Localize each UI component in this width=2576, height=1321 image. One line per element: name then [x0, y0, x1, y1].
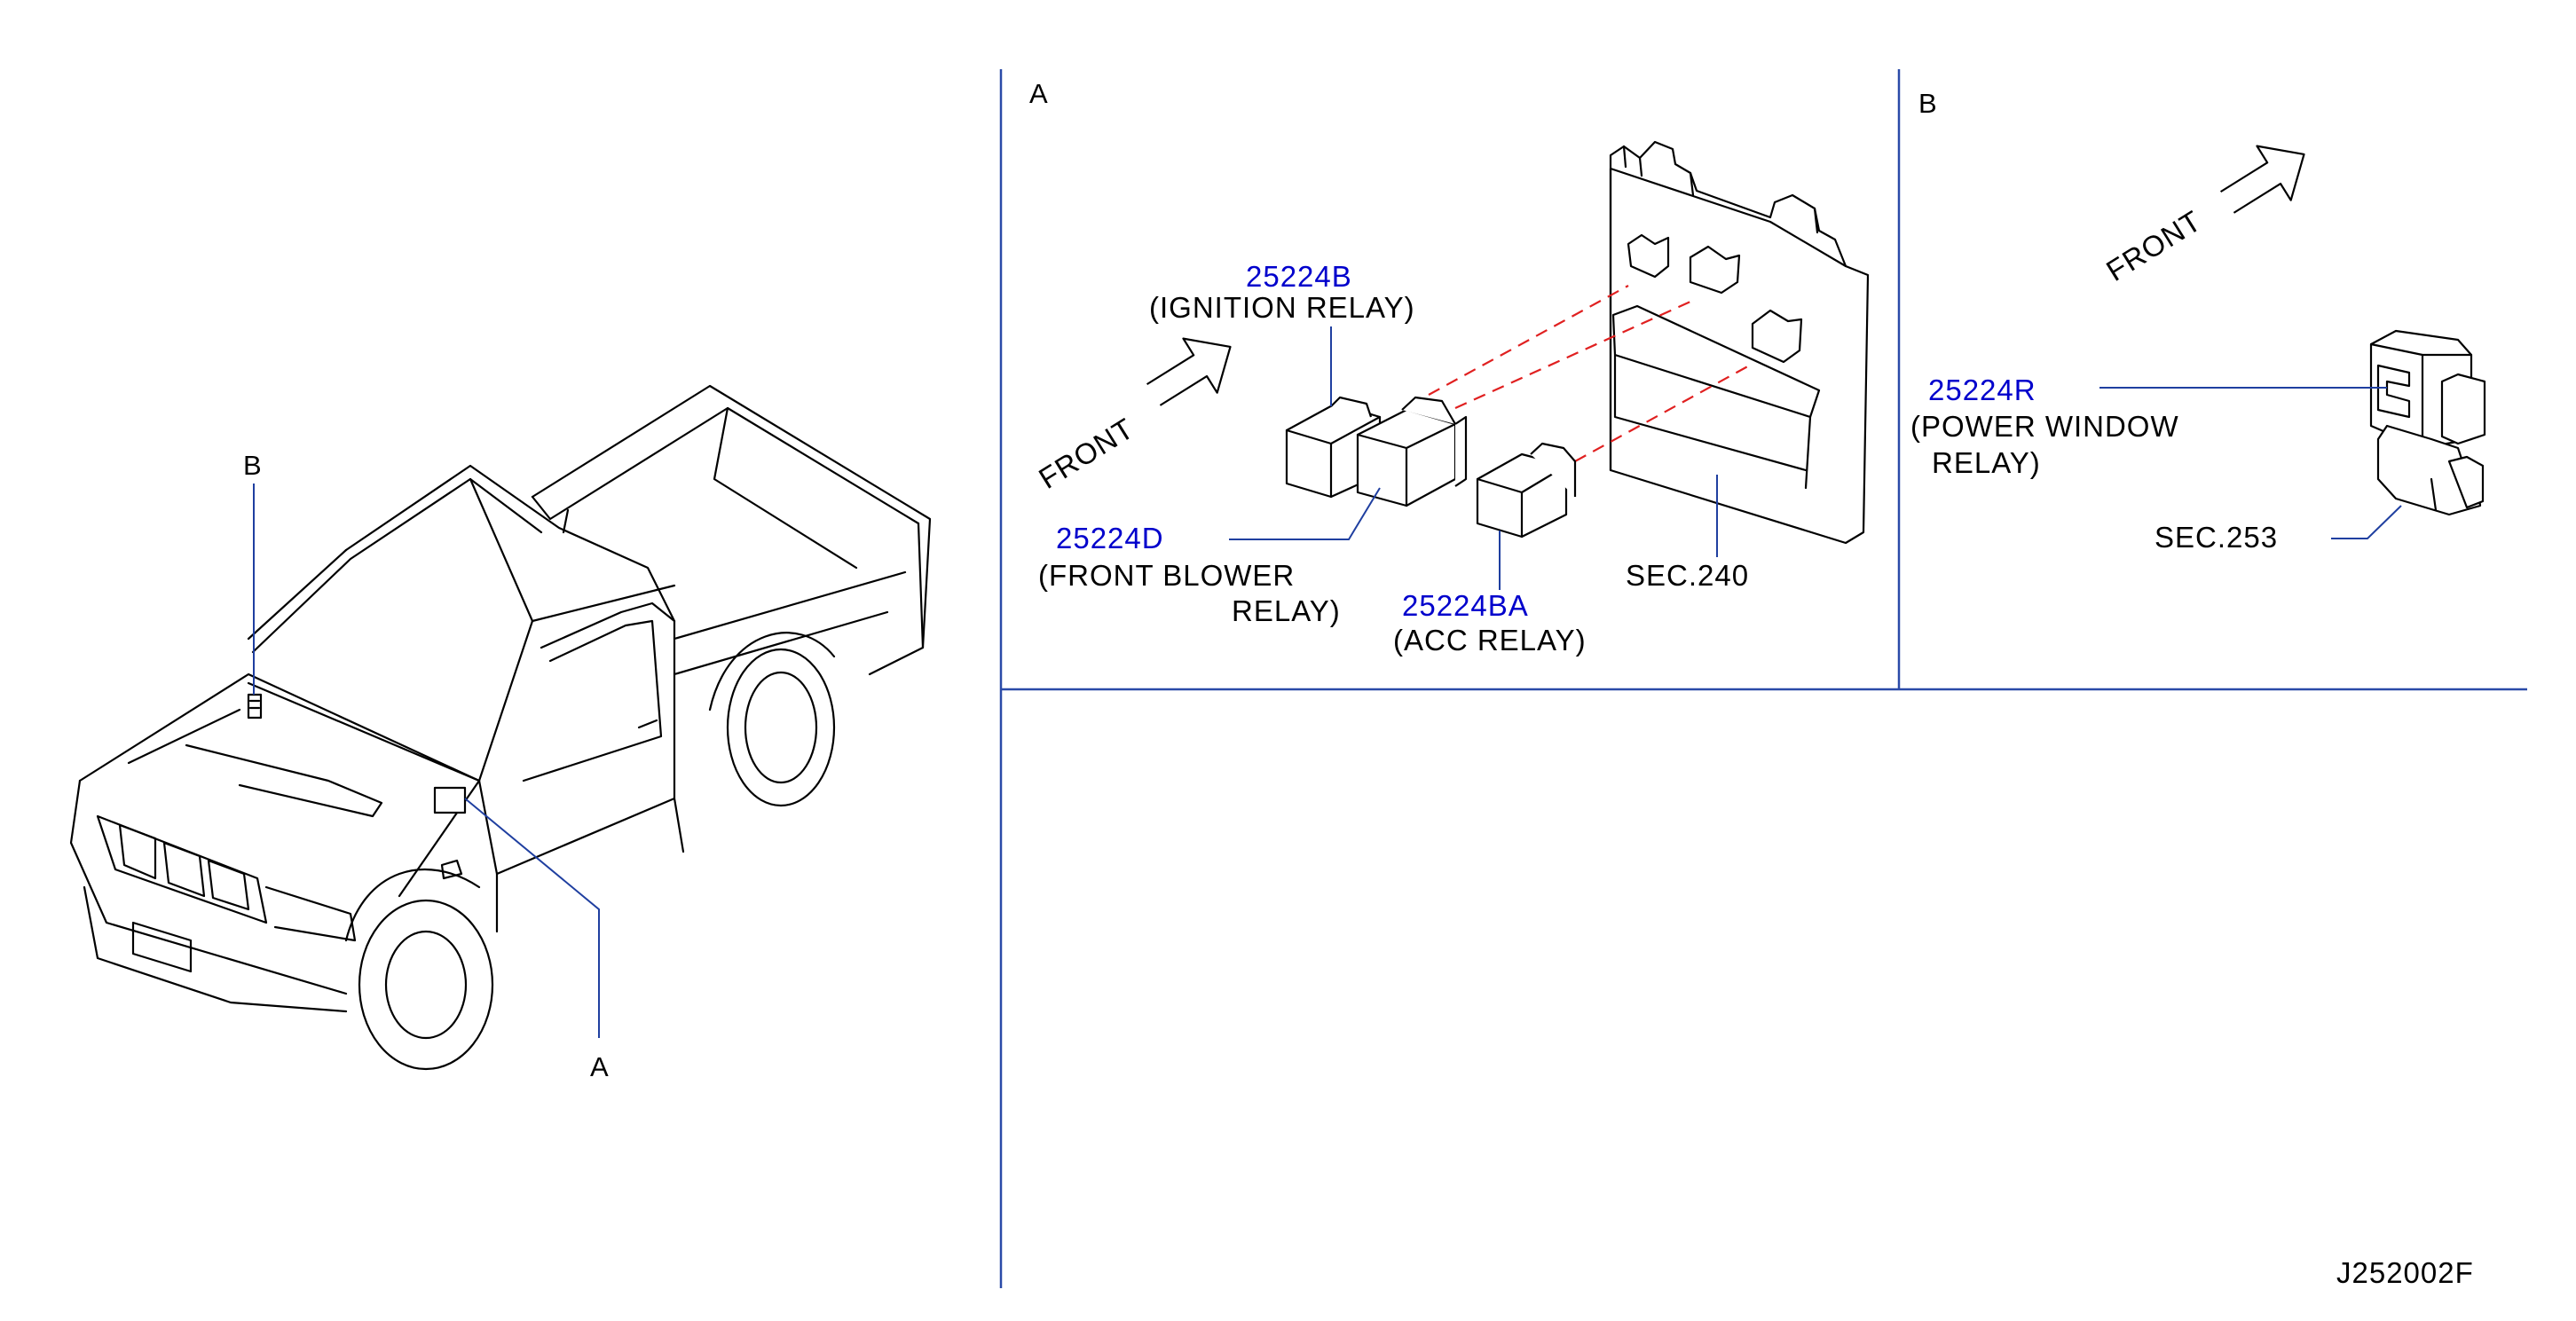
view-a-leaders — [1229, 326, 1718, 590]
part-name-acc-relay: (ACC RELAY) — [1393, 624, 1587, 657]
vehicle-leaders — [253, 484, 600, 1038]
section-ref-240: SEC.240 — [1626, 559, 1749, 592]
vehicle-callout-b: B — [243, 450, 262, 481]
front-blower-relay-illustration — [1356, 396, 1468, 507]
part-name-front-blower-relay-line1: (FRONT BLOWER — [1038, 559, 1295, 592]
part-number-acc-relay: 25224BA — [1402, 589, 1529, 622]
view-a-front-label: FRONT — [1033, 412, 1139, 495]
view-b-front-label: FRONT — [2100, 204, 2207, 287]
fuse-block-illustration — [1609, 140, 1870, 545]
part-number-power-window-relay: 25224R — [1928, 373, 2036, 406]
front-direction-arrow-icon — [1146, 337, 1232, 406]
front-direction-arrow-b-icon — [2219, 145, 2305, 214]
part-name-ignition-relay: (IGNITION RELAY) — [1149, 291, 1415, 324]
drawing-code: J252002F — [2336, 1256, 2474, 1289]
part-number-ignition-relay: 25224B — [1246, 260, 1352, 293]
part-name-power-window-relay-line1: (POWER WINDOW — [1910, 410, 2179, 443]
ignition-relay-illustration — [1285, 396, 1382, 499]
view-a-label: A — [1029, 78, 1048, 109]
power-window-relay-illustration — [2369, 329, 2486, 516]
pickup-truck-illustration — [69, 384, 932, 1071]
part-number-front-blower-relay: 25224D — [1056, 522, 1164, 554]
part-name-power-window-relay-line2: RELAY) — [1932, 446, 2041, 479]
panel-frames — [999, 69, 2527, 1288]
assembly-lines — [1428, 285, 1753, 462]
view-b-leaders — [2099, 387, 2402, 539]
vehicle-callout-a: A — [590, 1051, 609, 1082]
part-name-front-blower-relay-line2: RELAY) — [1232, 594, 1341, 627]
acc-relay-illustration — [1476, 442, 1577, 539]
section-ref-253: SEC.253 — [2155, 521, 2278, 554]
view-b-label: B — [1918, 88, 1937, 119]
